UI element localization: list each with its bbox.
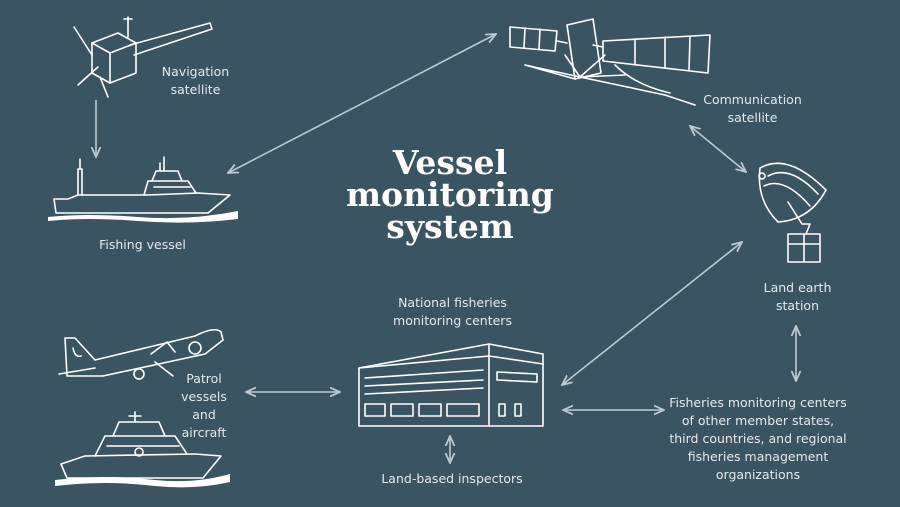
inspectors-label: Land-based inspectors [381,471,523,486]
patrol-boat-icon [55,411,230,488]
arrow-vessel-commsat [228,34,496,173]
navigation-satellite-label: Navigation satellite [161,64,230,97]
navigation-satellite-icon [73,16,213,98]
patrol-label: Patrol vessels and aircraft [181,371,227,440]
national-centers-label: National fisheries monitoring centers [393,295,512,328]
fishing-vessel-label: Fishing vessel [99,237,186,252]
land-earth-station-label: Land earth station [763,280,832,313]
communication-satellite-icon [509,18,711,106]
communication-satellite-label: Communication satellite [703,92,802,125]
satellite-dish-icon [758,162,827,263]
diagram-title: Vessel monitoring system [346,143,554,246]
fishing-vessel-icon [48,156,238,223]
arrow-commsat-station [690,126,746,172]
patrol-aircraft-icon [58,328,224,380]
other-centers-label: Fisheries monitoring centers of other me… [669,395,847,482]
building-icon [358,343,544,427]
arrow-station-centers [562,242,742,385]
